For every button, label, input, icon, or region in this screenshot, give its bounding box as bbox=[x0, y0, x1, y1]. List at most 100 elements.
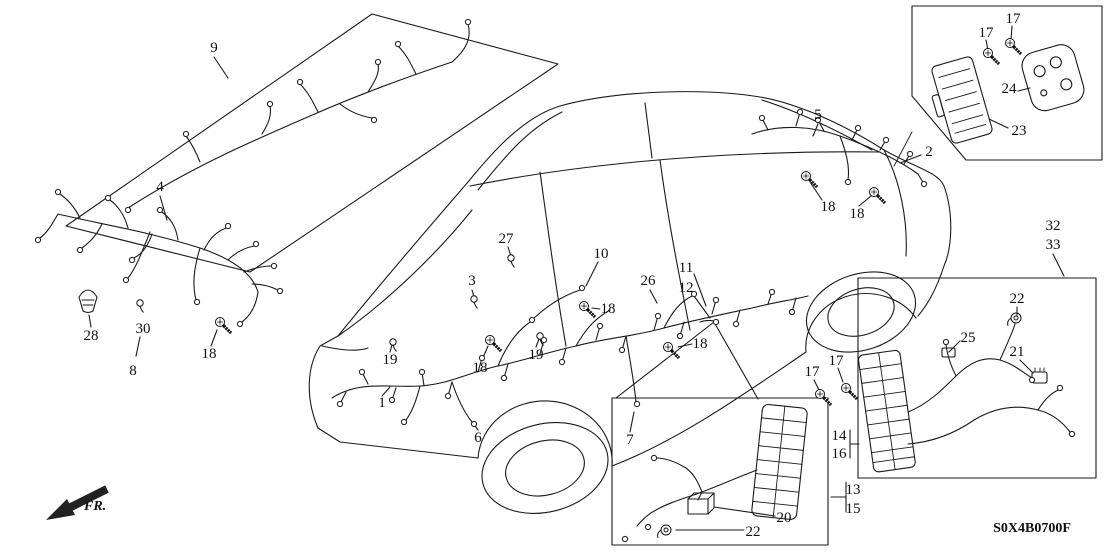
diagram-line bbox=[261, 105, 272, 135]
part-label-14: 14 bbox=[832, 428, 848, 444]
diagram-line bbox=[611, 351, 807, 467]
part-label-12: 12 bbox=[679, 280, 694, 296]
diagram-line bbox=[109, 199, 129, 229]
diagram-line bbox=[625, 335, 637, 403]
connector-node bbox=[418, 368, 426, 376]
bolt-18-icon bbox=[867, 185, 887, 205]
floor-harness bbox=[331, 289, 809, 423]
connector-node bbox=[336, 400, 344, 408]
clip-27-icon bbox=[507, 254, 515, 268]
connector-node bbox=[156, 206, 164, 214]
bolt-17-icon bbox=[839, 381, 859, 401]
part-label-26: 26 bbox=[641, 273, 657, 289]
clip-3-icon bbox=[470, 295, 478, 309]
connector-node bbox=[1068, 430, 1076, 438]
grommet-22-icon bbox=[1007, 312, 1022, 327]
diagram-line bbox=[251, 283, 279, 291]
part-label-18-4: 18 bbox=[202, 346, 217, 362]
connector-node bbox=[34, 236, 42, 244]
part-label-23: 23 bbox=[1012, 123, 1027, 139]
part-label-18-3: 18 bbox=[601, 301, 616, 317]
part-label-25: 25 bbox=[961, 330, 976, 346]
part-label-19-2: 19 bbox=[529, 347, 544, 363]
roof-harness bbox=[127, 23, 470, 209]
diagram-line bbox=[46, 485, 109, 520]
diagram-line bbox=[911, 5, 1103, 161]
diagram-line bbox=[857, 277, 1097, 479]
projection-lines bbox=[615, 321, 759, 400]
diagram-line bbox=[127, 61, 453, 209]
diagram-line bbox=[907, 406, 1071, 445]
part-label-1: 1 bbox=[378, 395, 386, 411]
diagram-line bbox=[497, 321, 531, 367]
diagram-line bbox=[761, 111, 925, 185]
connector-node bbox=[104, 194, 112, 202]
diagram-line bbox=[81, 223, 103, 249]
connector-node bbox=[882, 136, 890, 144]
diagram-line bbox=[127, 231, 151, 279]
relay-20 bbox=[687, 492, 715, 515]
connector-23 bbox=[931, 56, 993, 144]
connector-14-16 bbox=[857, 349, 916, 473]
diagram-line bbox=[57, 213, 259, 293]
diagram-line bbox=[575, 309, 611, 347]
connector-node bbox=[528, 316, 536, 324]
car-body bbox=[308, 91, 952, 514]
connector-node bbox=[276, 287, 284, 295]
diagram-line bbox=[655, 457, 703, 493]
diagram-line bbox=[687, 498, 709, 515]
diagram-line bbox=[308, 91, 952, 429]
grommet-28 bbox=[78, 289, 98, 314]
connector-node bbox=[854, 124, 862, 132]
bolt-17-icon bbox=[1003, 36, 1023, 56]
connector-node bbox=[388, 396, 396, 404]
diagram-line bbox=[65, 13, 559, 273]
connector-node bbox=[400, 418, 408, 426]
diagram-line bbox=[859, 352, 915, 471]
part-label-20: 20 bbox=[777, 510, 792, 526]
part-label-17-1: 17 bbox=[979, 25, 995, 41]
connector-node bbox=[676, 332, 684, 340]
diagram-line bbox=[321, 345, 369, 351]
bolt-17-icon bbox=[813, 387, 833, 407]
connector-node bbox=[768, 288, 776, 296]
diagram-line bbox=[299, 83, 319, 113]
connector-node bbox=[633, 400, 641, 408]
part-label-24: 24 bbox=[1002, 81, 1018, 97]
rear-harness bbox=[751, 111, 925, 185]
diagram-line bbox=[331, 295, 809, 399]
connector-node bbox=[814, 116, 822, 124]
diagram-line bbox=[938, 68, 987, 134]
diagram-line bbox=[999, 323, 1016, 361]
connector-node bbox=[128, 256, 136, 264]
diagram-line bbox=[81, 299, 95, 306]
diagram-line bbox=[827, 287, 895, 337]
part-label-3: 3 bbox=[468, 273, 476, 289]
diagram-line bbox=[1033, 65, 1046, 78]
connector-13-15 bbox=[751, 403, 808, 520]
bolt-17-icon bbox=[981, 46, 1001, 66]
diagram-line bbox=[477, 400, 613, 467]
cowl-harness bbox=[39, 193, 279, 323]
diagram-line bbox=[907, 358, 1033, 413]
diagram-line bbox=[883, 149, 907, 257]
connector-node bbox=[1056, 384, 1064, 392]
connector-node bbox=[236, 320, 244, 328]
connector-node bbox=[596, 322, 604, 330]
fr-label: FR. bbox=[83, 499, 106, 514]
diagram-line bbox=[752, 405, 807, 519]
connector-node bbox=[370, 116, 378, 124]
part-label-33: 33 bbox=[1046, 237, 1061, 253]
part-label-30: 30 bbox=[136, 321, 151, 337]
connector-node bbox=[374, 58, 382, 66]
part-code: S0X4B0700F bbox=[993, 521, 1071, 536]
diagram-line bbox=[615, 321, 759, 400]
diagram-line bbox=[687, 492, 715, 515]
connector-node bbox=[444, 392, 452, 400]
connector-node bbox=[124, 206, 132, 214]
bolt-18-icon bbox=[799, 169, 819, 189]
part-label-18-1: 18 bbox=[821, 199, 836, 215]
diagram-line bbox=[751, 126, 919, 175]
